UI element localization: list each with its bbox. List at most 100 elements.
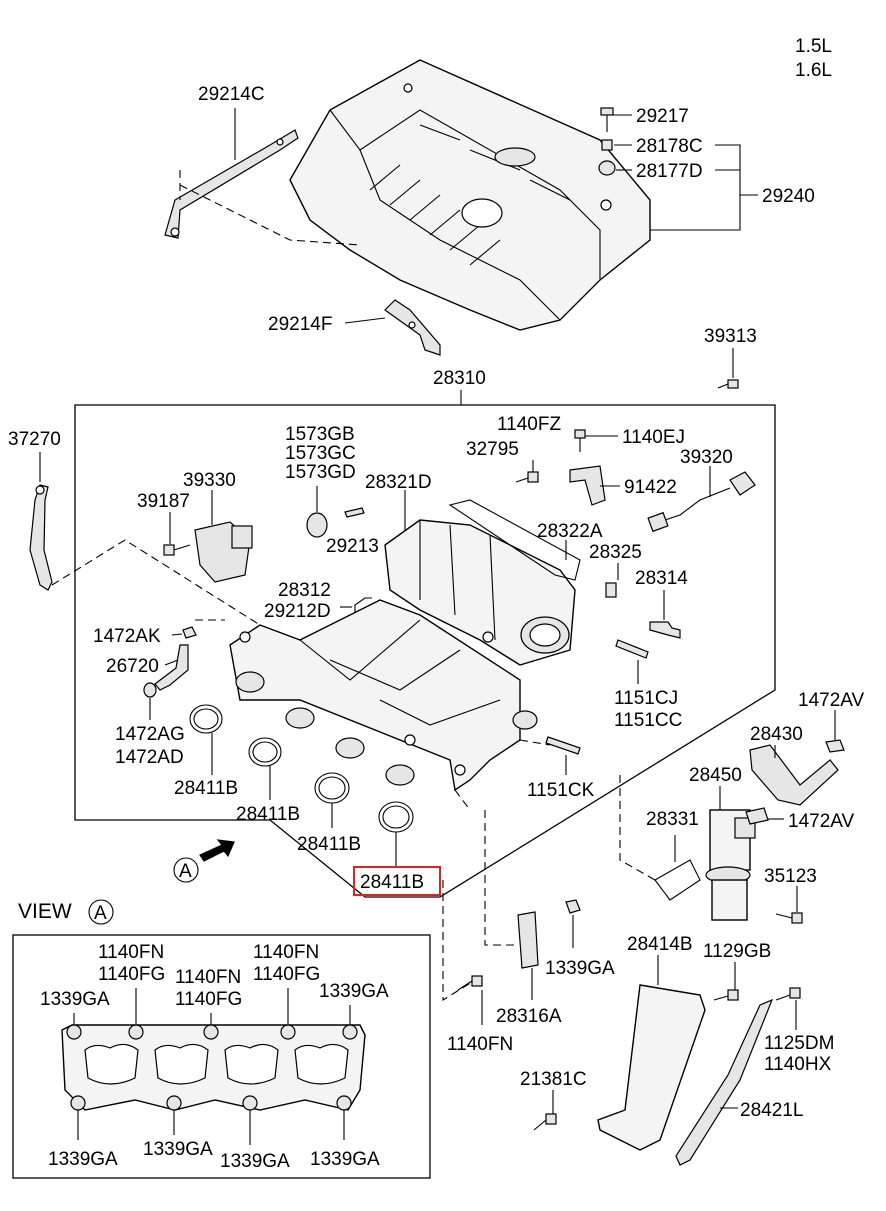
label-1472AK: 1472AK — [93, 626, 161, 647]
bolt-39313[interactable] — [717, 379, 739, 389]
clamp-1472AK[interactable] — [182, 626, 197, 639]
stud-1151CK[interactable] — [545, 736, 581, 755]
label-28414B: 28414B — [627, 934, 693, 955]
hose-28430[interactable] — [749, 744, 839, 806]
label-28411B-1: 28411B — [174, 778, 238, 799]
dash-1140FN — [442, 880, 473, 1001]
label-1140EJ: 1140EJ — [622, 427, 685, 448]
bracket-28316A[interactable] — [517, 911, 539, 969]
view-arrow-letter: A — [179, 861, 192, 882]
gasket-28331[interactable] — [654, 859, 701, 901]
bolt-1125DM[interactable] — [775, 987, 801, 1001]
gasket-28411B-4[interactable] — [378, 801, 414, 833]
bracket-28414B[interactable] — [597, 984, 706, 1151]
label-1472AV-a: 1472AV — [798, 690, 865, 711]
label-28177D: 28177D — [636, 161, 703, 182]
label-21381C: 21381C — [520, 1069, 587, 1090]
label-28450: 28450 — [689, 765, 742, 786]
stud-1151CJ[interactable] — [615, 639, 649, 659]
view-label-1140FN-c: 1140FN — [253, 942, 319, 963]
hose-28314[interactable] — [649, 621, 681, 639]
cable-37270[interactable] — [29, 484, 53, 591]
label-39187: 39187 — [137, 491, 190, 512]
clamp-1472AG[interactable] — [143, 682, 157, 698]
bolt-1129GB[interactable] — [713, 989, 739, 1001]
sensor-39330[interactable] — [194, 521, 253, 583]
highlight-28411B — [353, 866, 441, 896]
label-1472AG: 1472AG — [115, 724, 185, 745]
label-39320: 39320 — [680, 447, 733, 468]
cap-1573GB[interactable] — [306, 512, 328, 538]
view-label-1339GA-tl: 1339GA — [40, 989, 110, 1010]
engine-variant-2: 1.6L — [795, 60, 832, 81]
label-1125DM: 1125DM — [764, 1033, 834, 1054]
view-label-1140FN-a: 1140FN — [98, 942, 164, 963]
sensor-39320[interactable] — [647, 471, 756, 533]
stay-28421L[interactable] — [675, 998, 774, 1166]
clamp-1472AV-b[interactable] — [745, 807, 769, 825]
view-label-1339GA-b1: 1339GA — [48, 1149, 118, 1170]
bolt-1140FN[interactable] — [457, 975, 483, 991]
valve-28450[interactable] — [705, 809, 756, 921]
intake-manifold[interactable] — [229, 599, 538, 792]
bolt-32795[interactable] — [515, 471, 539, 483]
nut-1339GA[interactable] — [565, 899, 581, 914]
bolt-39187[interactable] — [163, 544, 191, 556]
bolt-35123[interactable] — [775, 912, 803, 924]
gasket-28411B-3[interactable] — [314, 772, 350, 804]
label-91422: 91422 — [624, 477, 677, 498]
view-a-flange — [61, 1024, 366, 1111]
bolt-1140EJ[interactable] — [574, 429, 586, 452]
label-28322A: 28322A — [537, 521, 603, 542]
view-label-1339GA-b4: 1339GA — [310, 1149, 380, 1170]
view-label-1140FG-a: 1140FG — [98, 964, 165, 985]
leader-26720 — [164, 659, 179, 666]
view-label-1140FG-c: 1140FG — [253, 964, 320, 985]
label-1573GC: 1573GC — [285, 443, 356, 464]
bracket-29214C[interactable] — [164, 129, 299, 239]
gasket-28411B-1[interactable] — [189, 704, 223, 734]
plug-28325[interactable] — [605, 582, 617, 598]
hose-26720[interactable] — [154, 644, 189, 691]
dash-28316A — [484, 810, 518, 946]
grommet-28178C[interactable] — [601, 139, 613, 151]
label-35123: 35123 — [764, 866, 817, 887]
label-28421L: 28421L — [740, 1100, 803, 1121]
label-29214F: 29214F — [268, 314, 332, 335]
bolt-29217[interactable] — [600, 107, 614, 132]
label-29212D: 29212D — [264, 601, 331, 622]
clamp-1472AV-a[interactable] — [825, 739, 845, 753]
gasket-28322A[interactable] — [448, 499, 581, 581]
label-28321D: 28321D — [365, 472, 432, 493]
dash-28331 — [619, 775, 656, 881]
bolt-21381C[interactable] — [533, 1113, 557, 1131]
pin-29213[interactable] — [344, 507, 365, 518]
label-28325: 28325 — [589, 542, 642, 563]
label-26720: 26720 — [106, 656, 159, 677]
label-1472AV-b: 1472AV — [788, 811, 855, 832]
view-arrow: A — [173, 839, 235, 883]
label-28314: 28314 — [635, 568, 688, 589]
label-1472AD: 1472AD — [115, 747, 184, 768]
dash-29214C-cover — [179, 170, 361, 246]
view-label-1339GA-tr: 1339GA — [319, 981, 389, 1002]
leader-29240 — [650, 144, 758, 231]
label-1140FN-m: 1140FN — [447, 1034, 513, 1055]
label-28312: 28312 — [278, 580, 331, 601]
grommet-28177D[interactable] — [598, 160, 616, 176]
gasket-28411B-2[interactable] — [248, 737, 282, 767]
view-label-1339GA-b3: 1339GA — [220, 1151, 290, 1172]
bracket-91422[interactable] — [569, 465, 606, 506]
label-1151CK: 1151CK — [527, 780, 595, 801]
bracket-29214F[interactable] — [384, 299, 441, 356]
label-1140FZ: 1140FZ — [497, 414, 561, 435]
label-37270: 37270 — [8, 429, 61, 450]
engine-cover[interactable] — [289, 59, 651, 331]
label-39313: 39313 — [704, 326, 757, 347]
label-28411B-2: 28411B — [236, 804, 300, 825]
label-28430: 28430 — [750, 724, 803, 745]
label-39330: 39330 — [183, 470, 236, 491]
leader-1472AK — [171, 633, 183, 636]
view-a-frame — [12, 934, 431, 1179]
